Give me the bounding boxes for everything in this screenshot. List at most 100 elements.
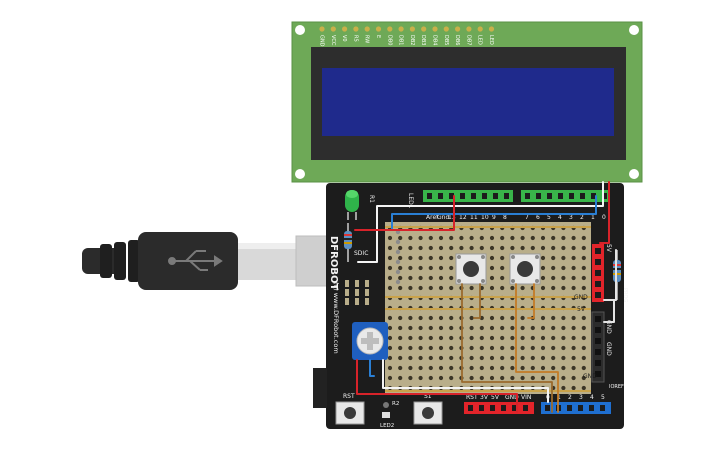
wire-button-2b: [527, 283, 535, 319]
lcd-pin-label: V0: [341, 35, 347, 42]
rail-5v-label: 5V: [577, 306, 586, 313]
lcd-pin-label: DB1: [398, 35, 404, 45]
wire-right-gray: [603, 249, 617, 301]
power-pin-label: 5V: [491, 394, 500, 401]
lcd-pin: [409, 26, 415, 32]
led2-label: LED2: [380, 423, 394, 429]
analog-pin-label: 1: [557, 394, 561, 401]
lcd-pin-label: DB3: [420, 35, 426, 45]
lcd-pin-label: DB6: [454, 35, 460, 45]
digital-pin-label: Aref: [426, 214, 439, 221]
lcd-pin: [342, 26, 348, 32]
lcd-pin: [353, 26, 359, 32]
website-label: (c) www.DFRobot.com: [332, 282, 340, 354]
lcd-pin-label: DB2: [409, 35, 415, 45]
lcd-pin-label: GND: [319, 35, 325, 47]
lcd-pin: [319, 26, 325, 32]
side-gnd-label-3: GND: [583, 373, 597, 380]
digital-pin-label: 0: [602, 214, 606, 221]
lcd-pin: [432, 26, 438, 32]
digital-pin-label: 4: [558, 214, 562, 221]
lcd-pin-label: LED: [488, 35, 494, 45]
digital-pin-label: 11: [470, 214, 478, 221]
led2: [382, 402, 390, 418]
lcd-pin-label: E: [375, 35, 381, 38]
usb-icon: [168, 250, 223, 271]
r2-label: R2: [392, 401, 399, 407]
lcd-pin-label: RS: [352, 35, 358, 42]
side-gnd-label-1: GND: [605, 320, 612, 334]
lcd-pin-label: DB0: [386, 35, 392, 45]
lcd-pin-label: RW: [364, 35, 370, 43]
lcd-pin-label: DB5: [443, 35, 449, 45]
power-pin-label: GND: [505, 394, 519, 401]
wire-button-1: [461, 283, 553, 413]
power-pin-label: RST: [466, 394, 478, 401]
digital-pin-label: 5: [547, 214, 551, 221]
digital-pin-label: 6: [536, 214, 540, 221]
rst-button-label: RST: [343, 393, 355, 400]
resistor-left: [344, 223, 352, 262]
side-gnd-label-2: GND: [605, 342, 612, 356]
lcd-pin: [375, 26, 382, 32]
usb-cable[interactable]: [82, 232, 331, 290]
lcd-pin-label: DB7: [465, 35, 471, 45]
ioref-label: IOREF: [609, 384, 624, 390]
analog-pin-label: 5: [601, 394, 605, 401]
rail-gnd-label: GND: [574, 294, 588, 301]
prog-label: PROG: [622, 288, 628, 302]
lcd-pin: [443, 26, 449, 32]
potentiometer[interactable]: [352, 322, 388, 360]
lcd-pin: [421, 26, 427, 32]
digital-pin-label: 8: [503, 214, 507, 221]
wire-pot-white: [382, 359, 549, 403]
wire-pot-blue: [369, 359, 375, 377]
lcd-screen: [322, 68, 614, 136]
reset-button[interactable]: [335, 401, 365, 425]
wire-button-1b: [473, 283, 481, 319]
lcd-pin-label: DB4: [432, 35, 438, 45]
led1-label: LED1: [407, 193, 414, 209]
wire-lcd-white: [357, 181, 604, 263]
lcd-pin: [387, 26, 393, 32]
digital-pin-label: Gnd: [437, 214, 449, 221]
wire-blue-top: [391, 195, 597, 231]
sdic-label: SDIC: [354, 250, 368, 257]
lcd-pin: [466, 26, 472, 32]
digital-pin-label: 12: [459, 214, 467, 221]
lcd-pin: [330, 26, 336, 32]
analog-pin-label: 2: [568, 394, 572, 401]
digital-pin-label: 3: [569, 214, 573, 221]
wire-red-top: [354, 195, 455, 231]
pushbutton-2[interactable]: [509, 253, 541, 285]
digital-pin-label: 1: [591, 214, 595, 221]
r1-label: R1: [368, 195, 375, 203]
pushbutton-1[interactable]: [455, 253, 487, 285]
analog-pin-label: 4: [590, 394, 594, 401]
side-5v-label: 5V: [605, 244, 612, 253]
left-pad-column: [345, 229, 401, 305]
digital-pin-label: 7: [525, 214, 529, 221]
lcd-pin-label: LED: [477, 35, 483, 45]
s1-button[interactable]: [413, 401, 443, 425]
digital-header-left: [423, 190, 513, 202]
digital-pin-label: 2: [580, 214, 584, 221]
usb-plug-metal: [238, 243, 296, 280]
dc-jack: [313, 368, 327, 408]
wire-lcd-red: [599, 181, 610, 244]
analog-pin-label: 3: [579, 394, 583, 401]
lcd-pin: [455, 26, 461, 32]
power-pin-label: 3V: [480, 394, 489, 401]
power-pin-label: VIN: [521, 394, 531, 401]
led1: [345, 190, 359, 220]
lcd-pin: [477, 26, 483, 32]
wire-right-side: [603, 299, 615, 323]
wires: [354, 181, 617, 413]
digital-pin-label: 10: [481, 214, 489, 221]
usb-b-port: [295, 235, 331, 287]
